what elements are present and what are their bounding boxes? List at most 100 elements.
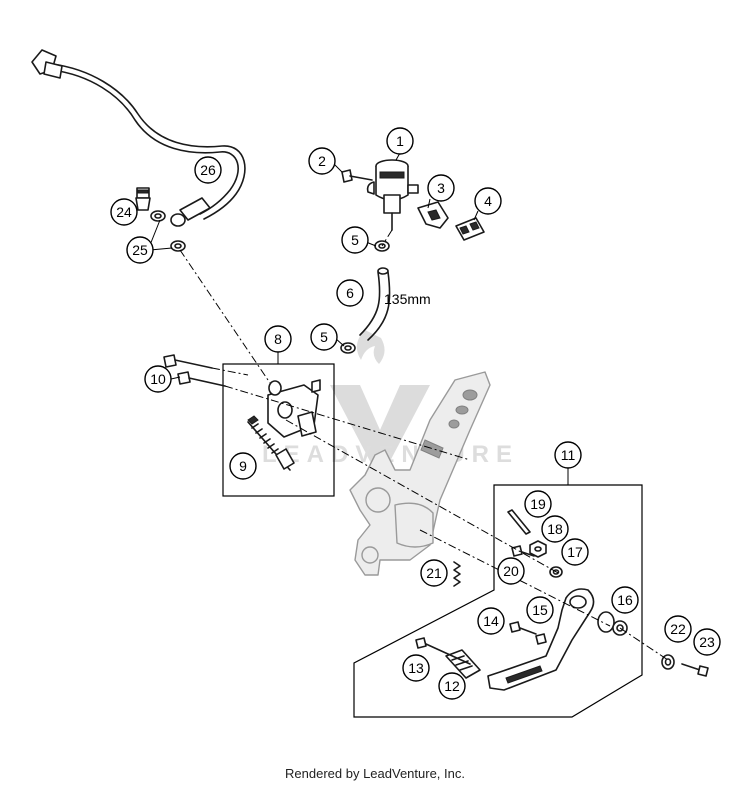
callout-circle	[144, 365, 172, 393]
callout-number: 10	[150, 371, 166, 387]
callout-1: 1	[386, 127, 414, 155]
callout-4: 4	[474, 187, 502, 215]
pin	[507, 509, 531, 535]
hose-length-label: 135mm	[384, 291, 431, 307]
callout-circle	[341, 226, 369, 254]
reservoir-hose	[359, 267, 391, 341]
assembly-axes	[179, 229, 669, 661]
callout-circle	[438, 672, 466, 700]
callout-circle	[386, 127, 414, 155]
callout-15: 15	[526, 596, 554, 624]
callout-circle	[526, 596, 554, 624]
master-cylinder-spring-rod	[247, 415, 295, 471]
callout-number: 3	[437, 180, 445, 196]
callout-9: 9	[229, 452, 257, 480]
callout-number: 5	[320, 329, 328, 345]
callout-circle	[497, 557, 525, 585]
callout-number: 17	[567, 544, 583, 560]
callout-number: 2	[318, 153, 326, 169]
brake-fluid-reservoir	[366, 159, 419, 231]
callout-2: 2	[308, 147, 336, 175]
callout-number: 16	[617, 592, 633, 608]
brake-lever-group-box	[353, 484, 643, 718]
callout-circle	[126, 236, 154, 264]
callout-5a: 5	[341, 226, 369, 254]
master-cylinder	[267, 379, 321, 438]
callout-5b: 5	[310, 323, 338, 351]
callout-17: 17	[561, 538, 589, 566]
callout-24: 24	[110, 198, 138, 226]
nut	[529, 540, 547, 558]
callout-10: 10	[144, 365, 172, 393]
callout-circle	[308, 147, 336, 175]
callout-number: 25	[132, 242, 148, 258]
callout-18: 18	[541, 515, 569, 543]
callout-circle	[561, 538, 589, 566]
bolt-23	[681, 663, 709, 677]
callout-layer: 1234556891011121314151617181920212223242…	[110, 127, 721, 700]
callout-19: 19	[524, 490, 552, 518]
callout-number: 9	[239, 458, 247, 474]
hose-clamp-bottom	[340, 342, 356, 354]
brake-line	[31, 49, 246, 227]
reservoir-clamp	[417, 201, 449, 229]
callout-number: 23	[699, 634, 715, 650]
callout-13: 13	[402, 654, 430, 682]
callout-16: 16	[611, 586, 639, 614]
callout-14: 14	[477, 607, 505, 635]
drawing-frame	[0, 0, 750, 758]
callout-8: 8	[264, 325, 292, 353]
callout-23: 23	[693, 628, 721, 656]
callout-number: 13	[408, 660, 424, 676]
callout-12: 12	[438, 672, 466, 700]
callout-circle	[110, 198, 138, 226]
callout-circle	[420, 559, 448, 587]
callout-number: 11	[561, 447, 576, 463]
callout-number: 14	[483, 613, 499, 629]
callout-number: 24	[116, 204, 132, 220]
callout-circle	[693, 628, 721, 656]
callout-26: 26	[194, 156, 222, 184]
screw-14	[509, 621, 537, 635]
callout-number: 12	[444, 678, 460, 694]
callout-circle	[474, 187, 502, 215]
screw-13	[415, 637, 471, 665]
callout-11: 11	[554, 441, 582, 469]
footer-credit: Rendered by LeadVenture, Inc.	[285, 766, 465, 781]
callout-circle	[541, 515, 569, 543]
callout-number: 15	[532, 602, 548, 618]
footrest-bracket-ghost	[349, 371, 491, 576]
callout-number: 20	[503, 563, 519, 579]
callout-number: 5	[351, 232, 359, 248]
callout-circle	[264, 325, 292, 353]
callout-number: 19	[530, 496, 546, 512]
callout-circle	[427, 174, 455, 202]
bushing	[597, 611, 628, 636]
banjo-bolt	[135, 187, 151, 211]
foot-brake-lever	[487, 588, 595, 691]
callout-21: 21	[420, 559, 448, 587]
callout-circle	[336, 279, 364, 307]
callout-number: 22	[670, 621, 686, 637]
callout-25: 25	[126, 236, 154, 264]
callout-number: 26	[200, 162, 216, 178]
callout-circle	[310, 323, 338, 351]
callout-circle	[229, 452, 257, 480]
callout-20: 20	[497, 557, 525, 585]
callout-3: 3	[427, 174, 455, 202]
callout-number: 6	[346, 285, 354, 301]
callout-number: 21	[426, 565, 442, 581]
callout-number: 18	[547, 521, 563, 537]
sealing-rings	[150, 210, 186, 252]
callout-22: 22	[664, 615, 692, 643]
callout-number: 1	[396, 133, 404, 149]
callout-circle	[664, 615, 692, 643]
callout-circle	[194, 156, 222, 184]
master-cylinder-screws	[163, 354, 226, 387]
return-spring	[453, 561, 461, 587]
callout-6: 6	[336, 279, 364, 307]
callout-circle	[554, 441, 582, 469]
callout-number: 4	[484, 193, 492, 209]
callout-circle	[477, 607, 505, 635]
